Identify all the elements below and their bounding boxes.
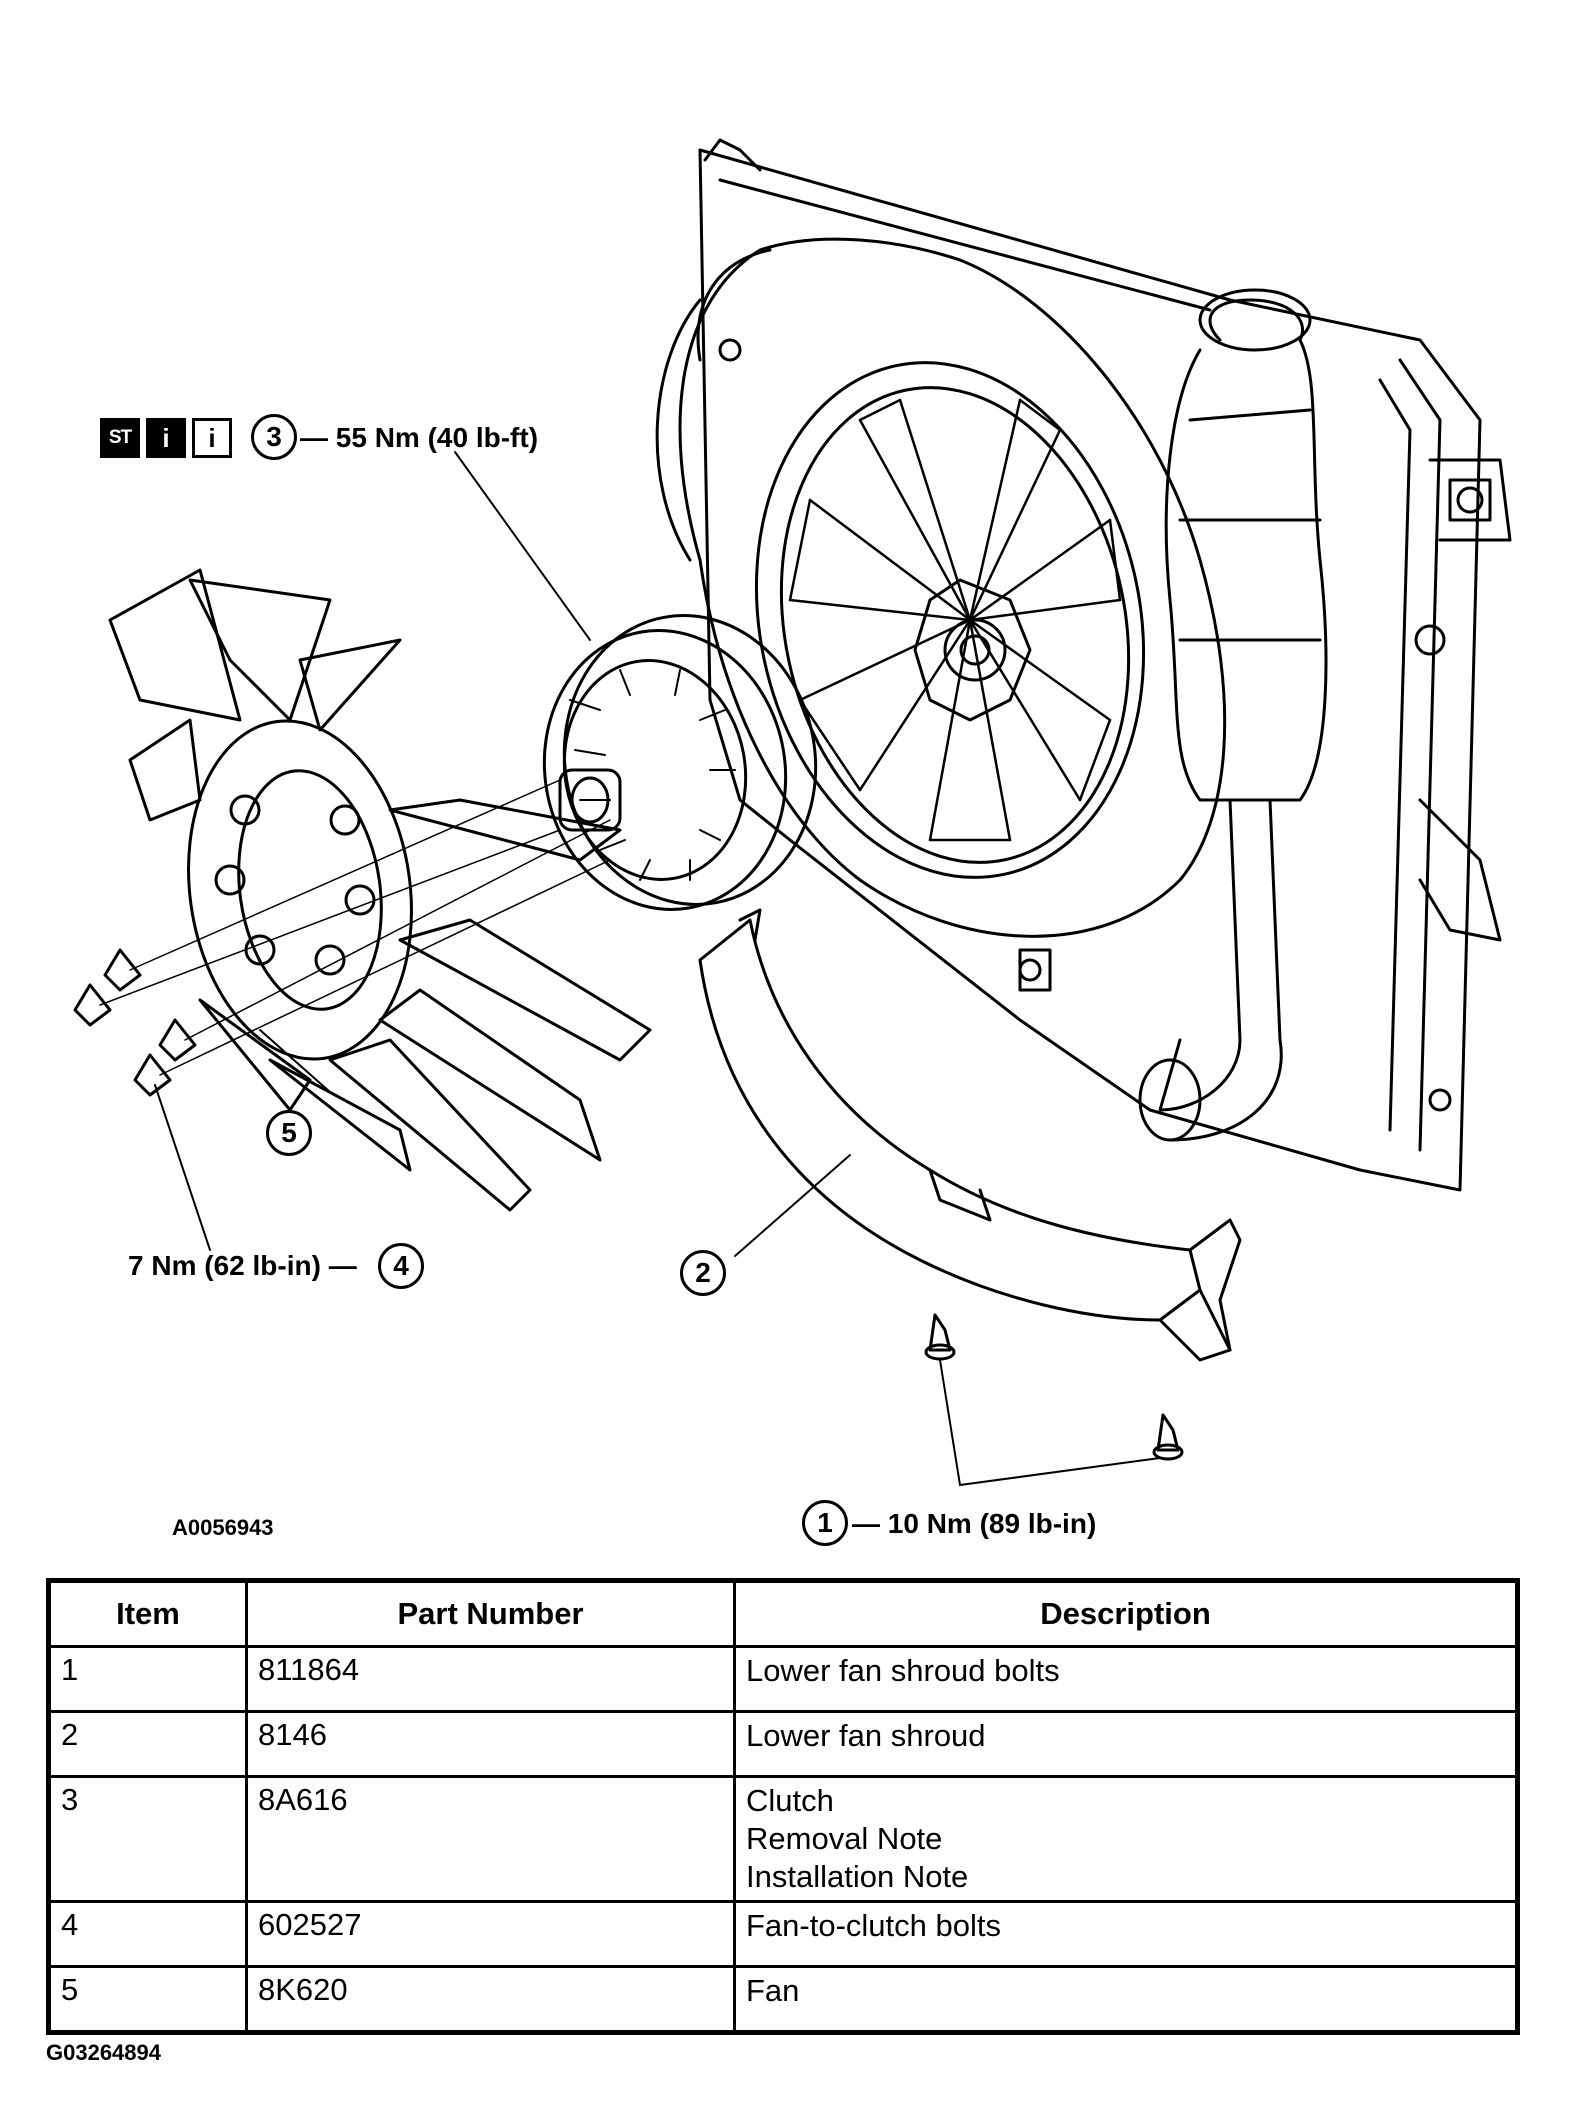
installation-note-link[interactable]: Installation Note — [746, 1859, 969, 1894]
cell-item: 5 — [47, 1965, 248, 2034]
callout-1: 1 — [802, 1500, 848, 1546]
callout-2: 2 — [680, 1250, 726, 1296]
removal-note-link[interactable]: Removal Note — [746, 1821, 943, 1856]
cell-part-number: 811864 — [245, 1645, 736, 1713]
cell-description: Fan — [733, 1965, 1519, 2034]
parts-table: Item Part Number Description 1 811864 Lo… — [46, 1578, 1520, 2035]
header-description: Description — [733, 1579, 1519, 1648]
header-item: Item — [47, 1579, 248, 1648]
diagram-artwork — [73, 138, 1512, 1486]
callout-3: 3 — [251, 414, 297, 460]
header-part-number: Part Number — [245, 1579, 736, 1648]
fan-clutch — [542, 614, 818, 911]
cell-part-number: 602527 — [245, 1900, 736, 1968]
mechanical-fan — [108, 568, 652, 1212]
cell-description: Fan-to-clutch bolts — [733, 1900, 1519, 1968]
table-row: 4 602527 Fan-to-clutch bolts — [47, 1900, 1519, 1968]
table-row: 5 8K620 Fan — [47, 1965, 1519, 2034]
exploded-diagram: ST i i 3 — 55 Nm (40 lb-ft) 5 7 Nm (62 l… — [73, 138, 1512, 1546]
cell-description: Lower fan shroud — [733, 1710, 1519, 1778]
radiator-assembly — [655, 138, 1512, 1192]
callout-5: 5 — [266, 1110, 312, 1156]
cell-description: Clutch Removal Note Installation Note — [733, 1775, 1519, 1903]
cell-part-number: 8146 — [245, 1710, 736, 1778]
table-row: 3 8A616 Clutch Removal Note Installation… — [47, 1775, 1519, 1903]
callout-4: 4 — [378, 1243, 424, 1289]
installation-note-icon[interactable]: i — [192, 418, 232, 458]
lower-fan-shroud — [698, 908, 1242, 1362]
table-row: 1 811864 Lower fan shroud bolts — [47, 1645, 1519, 1713]
cell-item: 3 — [47, 1775, 248, 1903]
cell-item: 1 — [47, 1645, 248, 1713]
torque-spec-3: — 55 Nm (40 lb-ft) — [300, 422, 539, 453]
torque-spec-1: — 10 Nm (89 lb-in) — [852, 1508, 1097, 1539]
cell-part-number: 8A616 — [245, 1775, 736, 1903]
cell-item: 2 — [47, 1710, 248, 1778]
table-header-row: Item Part Number Description — [47, 1579, 1519, 1648]
table-row: 2 8146 Lower fan shroud — [47, 1710, 1519, 1778]
desc-clutch: Clutch — [746, 1783, 834, 1818]
leader-lines — [154, 451, 1161, 1486]
service-icons: ST i i — [100, 418, 232, 458]
cell-description: Lower fan shroud bolts — [733, 1645, 1519, 1713]
cell-item: 4 — [47, 1900, 248, 1968]
document-id: G03264894 — [46, 2040, 161, 2065]
removal-note-icon[interactable]: i — [146, 418, 186, 458]
torque-spec-4: 7 Nm (62 lb-in) — — [128, 1250, 357, 1281]
special-tool-icon[interactable]: ST — [100, 418, 140, 458]
fan-clutch-bolts — [73, 779, 611, 1097]
figure-id: A0056943 — [172, 1515, 274, 1540]
cell-part-number: 8K620 — [245, 1965, 736, 2034]
shroud-bolts — [924, 1313, 1184, 1461]
